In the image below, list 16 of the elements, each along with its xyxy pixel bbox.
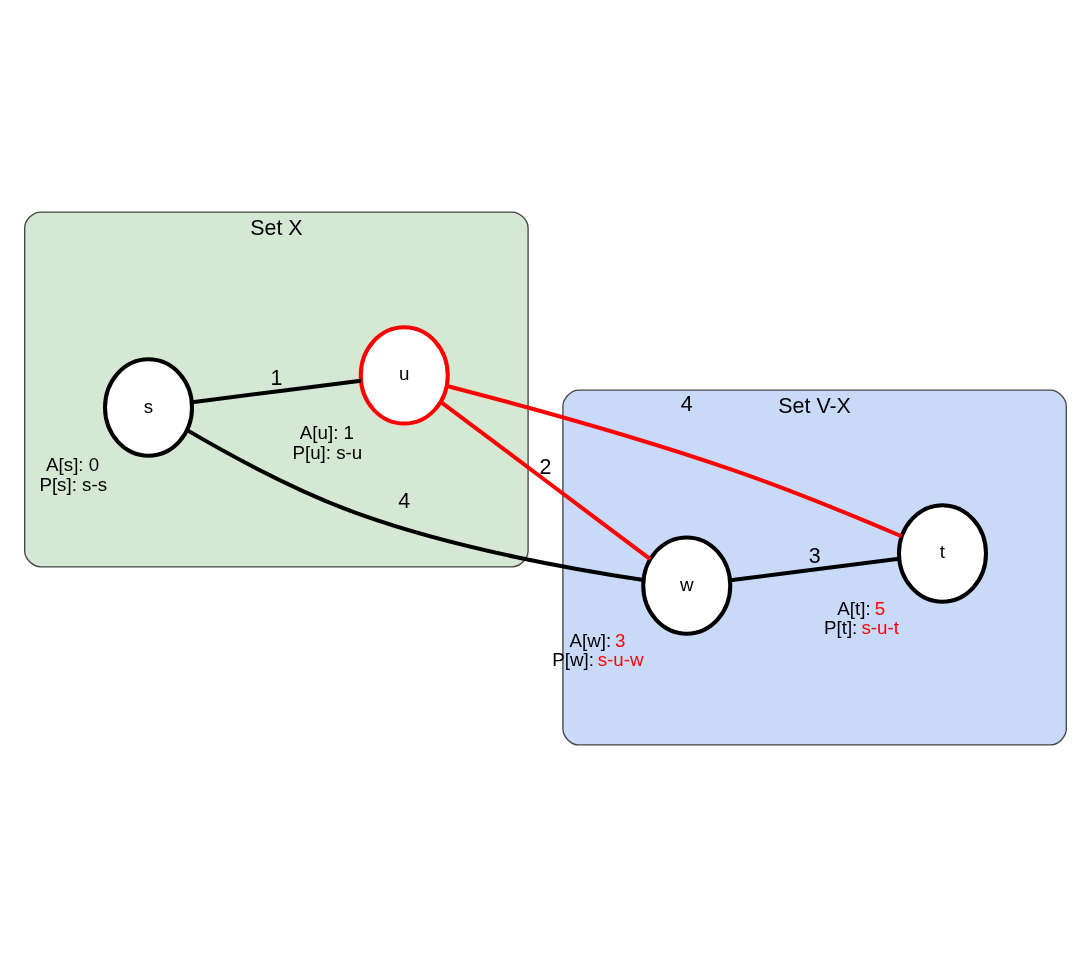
edge-label: 1 — [270, 365, 283, 390]
node-label: A[s]: 0 — [46, 453, 100, 475]
connector — [439, 399, 652, 561]
node-circle: u — [358, 324, 450, 426]
connector — [446, 383, 903, 538]
node-circle: s — [103, 356, 195, 458]
edge-label: 2 — [539, 454, 552, 479]
edge-label: 3 — [808, 543, 821, 568]
node-circle: w — [641, 534, 733, 636]
edge-label: 4 — [398, 488, 411, 513]
connector — [186, 427, 644, 582]
connector — [730, 556, 900, 582]
connector — [191, 378, 362, 404]
node-circle: t — [896, 502, 988, 604]
edge-label: 4 — [680, 391, 693, 416]
node-label: A[u]: 1 — [299, 421, 354, 443]
